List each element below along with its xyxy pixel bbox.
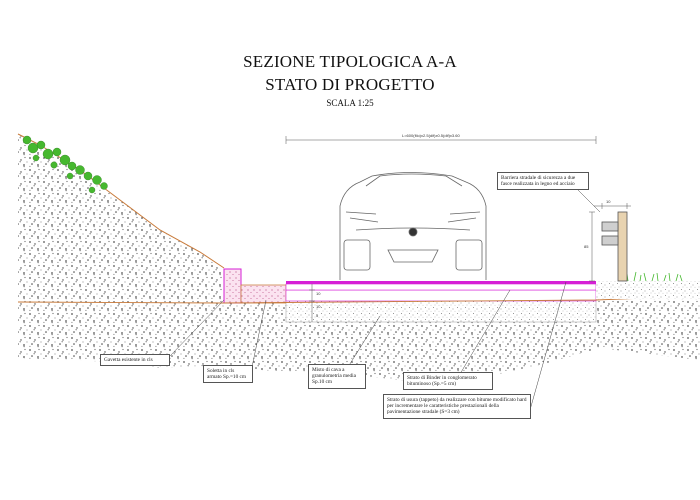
gavetta-block (223, 268, 242, 304)
gavetta-slab (240, 284, 287, 304)
binder-layer (285, 283, 597, 291)
vegetation-top (22, 135, 108, 194)
guardrail (601, 211, 628, 282)
misto-layer (285, 299, 597, 323)
drawing-subtitle: STATO DI PROGETTO (265, 75, 435, 94)
dim-layer-10b: 10 (316, 304, 321, 309)
dim-rail-width: 10 (606, 199, 611, 204)
callout-usura: Strato di usura (tappeto) da realizzare … (383, 394, 531, 419)
callout-misto: Misto di cava a granulometria media Sp.1… (308, 364, 366, 389)
soletta-layer (285, 289, 597, 302)
callout-barriera: Barriera stradale di sicurezza a due fas… (497, 172, 589, 191)
car-outline (339, 172, 487, 280)
drawing-title: SEZIONE TIPOLOGICA A-A (243, 52, 457, 71)
dim-rail-height: 85 (584, 244, 589, 249)
dimension-lines (285, 136, 631, 322)
dim-overall-width: L=600(filo)x2.5(dif)x0.5(dif)x3.60 (402, 133, 460, 138)
dim-layer-5: 5 (316, 313, 319, 318)
callout-soletta: Soletta in cls armato Sp.=10 cm (203, 365, 253, 384)
embankment-fill (18, 134, 222, 302)
callout-binder: Strato di Binder in conglomerato bitumin… (403, 372, 493, 391)
verge-fill (596, 281, 700, 299)
usura-layer (286, 281, 596, 284)
dim-layer-10a: 10 (316, 291, 321, 296)
callout-gavetta: Gavetta esistente in cls (100, 354, 170, 367)
vegetation-verge (621, 271, 683, 282)
drawing-scale: SCALA 1:25 (326, 98, 374, 108)
